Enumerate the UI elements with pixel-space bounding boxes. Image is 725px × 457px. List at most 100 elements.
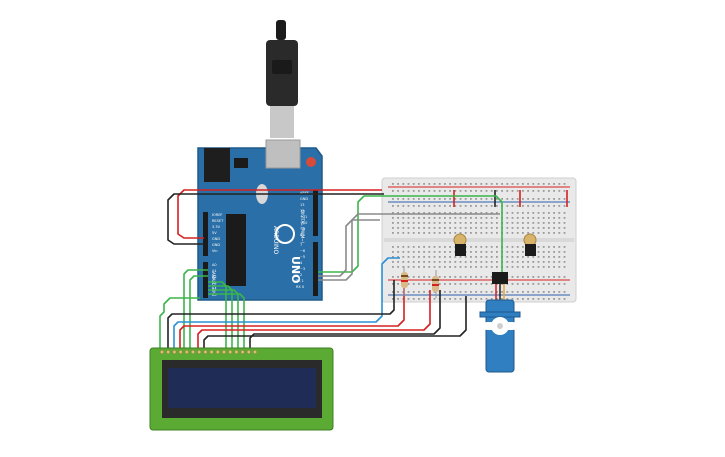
breadboard-hole[interactable] — [548, 291, 550, 293]
breadboard-hole[interactable] — [418, 283, 420, 285]
breadboard-hole[interactable] — [407, 251, 410, 253]
breadboard-hole[interactable] — [485, 251, 488, 253]
breadboard-hole[interactable] — [470, 212, 472, 214]
breadboard-hole[interactable] — [423, 205, 425, 207]
breadboard-hole[interactable] — [475, 283, 477, 285]
breadboard-hole[interactable] — [449, 222, 451, 224]
lcd-pin-header[interactable] — [159, 349, 258, 355]
lcd-pin[interactable] — [252, 349, 258, 355]
breadboard-hole[interactable] — [506, 256, 509, 258]
breadboard-hole[interactable] — [563, 227, 566, 229]
breadboard-hole[interactable] — [480, 232, 483, 234]
breadboard-hole[interactable] — [444, 246, 446, 248]
arduino-uno-board[interactable]: ARDUINO UNO DIGITAL (PWM~) ANALOG IN IOR… — [197, 139, 323, 301]
breadboard-hole[interactable] — [444, 232, 446, 234]
breadboard-hole[interactable] — [537, 266, 540, 268]
breadboard-hole[interactable] — [485, 222, 488, 224]
breadboard-hole[interactable] — [433, 198, 436, 200]
breadboard-hole[interactable] — [516, 190, 519, 192]
breadboard-hole[interactable] — [407, 256, 410, 258]
breadboard-hole[interactable] — [402, 183, 405, 185]
breadboard-hole[interactable] — [412, 251, 415, 253]
breadboard-hole[interactable] — [558, 251, 561, 253]
breadboard-hole[interactable] — [407, 276, 410, 278]
breadboard-hole[interactable] — [527, 198, 529, 200]
breadboard-hole[interactable] — [563, 276, 566, 278]
breadboard-hole[interactable] — [412, 246, 415, 248]
breadboard-hole[interactable] — [516, 227, 519, 229]
breadboard-hole[interactable] — [532, 227, 535, 229]
breadboard-hole[interactable] — [412, 190, 415, 192]
breadboard-hole[interactable] — [516, 222, 519, 224]
breadboard-hole[interactable] — [418, 205, 420, 207]
breadboard-hole[interactable] — [506, 222, 509, 224]
lcd-pin[interactable] — [172, 349, 177, 355]
breadboard-hole[interactable] — [402, 217, 405, 219]
breadboard-hole[interactable] — [537, 190, 540, 192]
breadboard-hole[interactable] — [553, 217, 555, 219]
breadboard-hole[interactable] — [438, 256, 441, 258]
breadboard-hole[interactable] — [464, 183, 467, 185]
breadboard-hole[interactable] — [532, 266, 535, 268]
breadboard-hole[interactable] — [428, 227, 431, 229]
breadboard-hole[interactable] — [412, 283, 415, 285]
breadboard-hole[interactable] — [433, 183, 436, 185]
breadboard-hole[interactable] — [563, 283, 566, 285]
breadboard-hole[interactable] — [470, 256, 472, 258]
breadboard-hole[interactable] — [527, 212, 529, 214]
breadboard-hole[interactable] — [537, 256, 540, 258]
breadboard-hole[interactable] — [485, 276, 488, 278]
breadboard-hole[interactable] — [485, 283, 488, 285]
usb-cable[interactable] — [266, 20, 298, 138]
breadboard-hole[interactable] — [407, 190, 410, 192]
breadboard-hole[interactable] — [485, 266, 488, 268]
breadboard-hole[interactable] — [438, 227, 441, 229]
breadboard-hole[interactable] — [475, 227, 477, 229]
breadboard-hole[interactable] — [470, 283, 472, 285]
breadboard-hole[interactable] — [558, 246, 561, 248]
lcd-pin[interactable] — [246, 349, 251, 355]
breadboard-hole[interactable] — [412, 276, 415, 278]
analog-header[interactable] — [203, 262, 208, 298]
breadboard-hole[interactable] — [418, 198, 420, 200]
breadboard-hole[interactable] — [438, 246, 441, 248]
breadboard-hole[interactable] — [496, 256, 498, 258]
breadboard-hole[interactable] — [423, 266, 425, 268]
breadboard-hole[interactable] — [459, 183, 462, 185]
breadboard-hole[interactable] — [454, 212, 457, 214]
breadboard-hole[interactable] — [522, 232, 524, 234]
breadboard-hole[interactable] — [527, 276, 529, 278]
breadboard-hole[interactable] — [511, 283, 514, 285]
breadboard-hole[interactable] — [563, 190, 566, 192]
breadboard-hole[interactable] — [449, 276, 451, 278]
photoresistor-1[interactable] — [453, 233, 467, 256]
breadboard-hole[interactable] — [522, 222, 524, 224]
breadboard-hole[interactable] — [532, 198, 535, 200]
breadboard-hole[interactable] — [402, 246, 405, 248]
breadboard-hole[interactable] — [558, 205, 561, 207]
breadboard-hole[interactable] — [506, 261, 509, 263]
breadboard-hole[interactable] — [485, 205, 488, 207]
breadboard-hole[interactable] — [537, 227, 540, 229]
breadboard-hole[interactable] — [444, 266, 446, 268]
breadboard-hole[interactable] — [480, 291, 483, 293]
breadboard-hole[interactable] — [553, 298, 555, 300]
breadboard-hole[interactable] — [537, 276, 540, 278]
breadboard-hole[interactable] — [553, 291, 555, 293]
breadboard-hole[interactable] — [418, 183, 420, 185]
breadboard-hole[interactable] — [433, 232, 436, 234]
breadboard-hole[interactable] — [537, 212, 540, 214]
breadboard-hole[interactable] — [402, 256, 405, 258]
breadboard-hole[interactable] — [485, 212, 488, 214]
breadboard-hole[interactable] — [522, 190, 524, 192]
breadboard-hole[interactable] — [449, 261, 451, 263]
lcd-pin[interactable] — [166, 349, 171, 355]
breadboard-hole[interactable] — [537, 291, 540, 293]
breadboard-hole[interactable] — [438, 212, 441, 214]
breadboard-hole[interactable] — [392, 227, 394, 229]
breadboard-hole[interactable] — [522, 298, 524, 300]
breadboard-hole[interactable] — [444, 298, 446, 300]
lcd-pin[interactable] — [215, 349, 220, 355]
breadboard-hole[interactable] — [511, 212, 514, 214]
breadboard-hole[interactable] — [423, 212, 425, 214]
